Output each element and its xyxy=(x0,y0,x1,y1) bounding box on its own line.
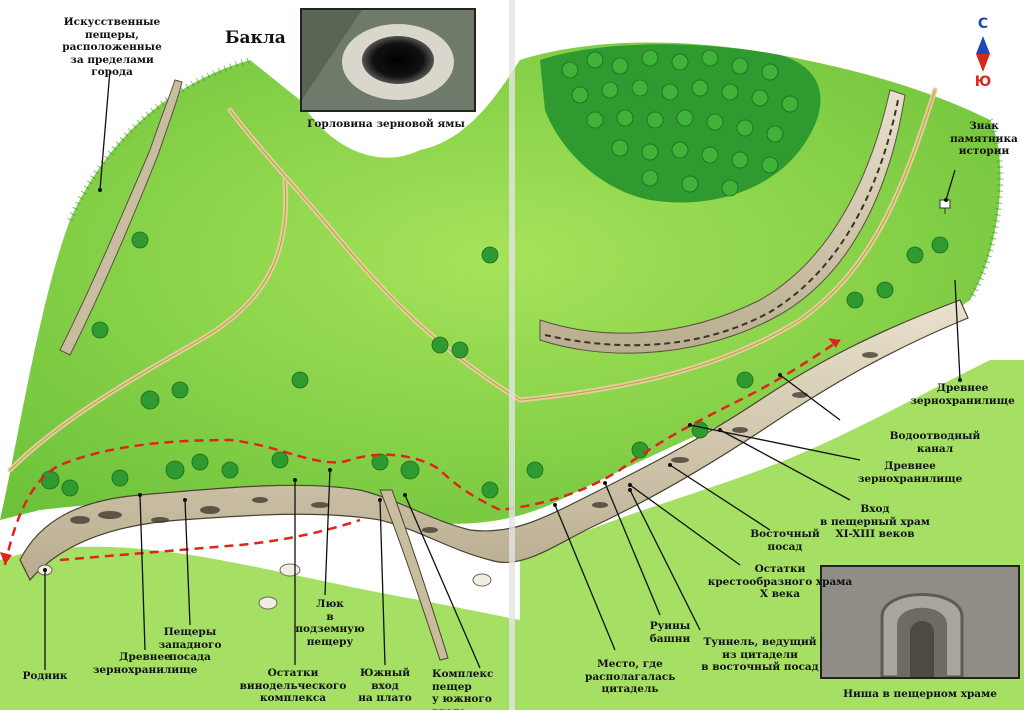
label-citadel-site: Место, где располагалась цитадель xyxy=(585,658,676,695)
forest xyxy=(540,44,821,203)
label-winery-remains: Остатки винодельческого комплекса xyxy=(239,667,347,704)
grain-pit-photo xyxy=(300,8,476,112)
label-eastern-suburb: Восточный посад xyxy=(750,528,820,553)
upper-cliff xyxy=(539,89,906,354)
label-artificial-caves: Искусственные пещеры, расположенные за п… xyxy=(62,16,162,78)
tourist-route xyxy=(3,338,841,566)
label-ancient-granary-mid: Древнее зернохранилище xyxy=(857,460,963,485)
label-western-suburb-caves: Пещеры западного посада xyxy=(158,626,222,663)
compass-north: С xyxy=(977,16,989,32)
label-tower-ruins: Руины башни xyxy=(649,620,691,645)
compass-needle-icon xyxy=(976,36,990,72)
compass: С Ю xyxy=(972,16,994,90)
cave-niche-caption: Ниша в пещерном храме xyxy=(843,688,997,700)
label-cruciform-temple: Остатки крестообразного храма X века xyxy=(707,563,853,600)
label-southern-entrance: Южный вход на плато xyxy=(358,667,412,704)
label-ancient-granary-right: Древнее зернохранилище xyxy=(910,382,1015,407)
label-drainage-channel: Водоотводный канал xyxy=(889,430,981,455)
label-spring: Родник xyxy=(22,670,68,682)
label-tunnel: Туннель, ведущий из цитадели в восточный… xyxy=(701,636,819,673)
main-cliff xyxy=(19,299,969,582)
grain-pit-caption: Горловина зерновой ямы xyxy=(307,118,465,130)
cave-niche-photo xyxy=(820,565,1020,679)
label-history-sign: Знак памятника истории xyxy=(950,120,1018,157)
label-underground-hatch: Люк в подземную пещеру xyxy=(295,598,365,648)
label-ancient-granary-left: Древнее зернохранилище xyxy=(92,651,198,676)
map-title: Бакла xyxy=(225,28,286,48)
label-southern-caves: Комплекс пещер у южного входа xyxy=(432,668,494,710)
compass-south: Ю xyxy=(974,74,992,90)
label-cave-temple-entrance: Вход в пещерный храм XI-XIII веков xyxy=(820,503,930,540)
bushes xyxy=(40,231,949,499)
